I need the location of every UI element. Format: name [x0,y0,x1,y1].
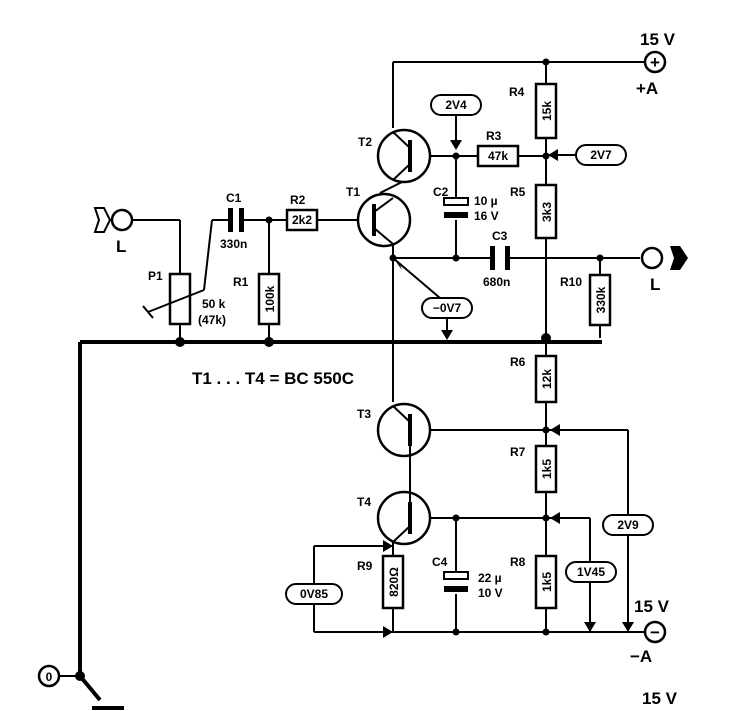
r3-value: 47k [488,149,508,163]
c4-label: C4 [432,555,448,569]
resistor-r10: 330k R10 [560,273,612,327]
capacitor-c1: C1 330n [220,191,247,251]
top-voltage-label: 15 V [640,30,676,49]
transistor-type-note: T1 . . . T4 = BC 550C [192,369,354,388]
r7-label: R7 [510,445,526,459]
transistor-t1: T1 [346,185,412,248]
c2-value: 10 µ [474,194,498,208]
svg-text:2V7: 2V7 [590,148,612,162]
plus-terminal: + 15 V +A [636,30,676,98]
c2-voltage: 16 V [474,209,499,223]
svg-text:0V85: 0V85 [300,587,328,601]
r5-label: R5 [510,185,526,199]
input-jack: L [93,207,134,256]
capacitor-c2: C2 10 µ 16 V [433,185,499,223]
r6-label: R6 [510,355,526,369]
ground-terminal: 0 [37,664,61,688]
r1-label: R1 [233,275,249,289]
minus-terminal: − 15 V −A [630,597,670,666]
transistor-t2: T2 [358,128,432,184]
p1-alt-value: (47k) [198,313,226,327]
resistor-r4: 15k R4 [509,82,558,140]
wires [58,61,645,710]
r9-label: R9 [357,559,373,573]
transistor-t4: T4 [357,490,432,546]
svg-text:1V45: 1V45 [577,565,605,579]
c1-label: C1 [226,191,242,205]
p1-label: P1 [148,269,163,283]
resistor-r1: 100k R1 [233,272,281,326]
t2-label: T2 [358,135,372,149]
capacitor-c3: C3 680n [483,229,510,289]
svg-text:−: − [650,623,660,642]
c2-label: C2 [433,185,449,199]
input-label: L [116,237,126,256]
c4-value: 22 µ [478,571,502,585]
r5-value: 3k3 [540,202,554,222]
p1-value: 50 k [202,297,226,311]
voltage-tag-2v9: 2V9 [550,424,654,632]
resistor-r9: 820Ω R9 [357,554,405,610]
potentiometer-p1: P1 50 k (47k) [142,269,226,327]
r3-label: R3 [486,129,502,143]
r8-label: R8 [510,555,526,569]
r8-value: 1k5 [540,572,554,592]
r9-value: 820Ω [387,567,401,597]
c1-value: 330n [220,237,247,251]
r1-value: 100k [263,285,277,312]
capacitor-c4: C4 22 µ 10 V [432,555,503,600]
voltage-tag-0v7: −0V7 [394,259,473,340]
voltage-tag-2v7: 2V7 [548,144,627,166]
resistor-r2: 2k2 R2 [285,193,319,232]
r10-value: 330k [594,286,608,313]
resistor-r5: 3k3 R5 [510,183,558,240]
bottom-voltage-label: 15 V [634,597,670,616]
c3-value: 680n [483,275,510,289]
r4-value: 15k [540,101,554,121]
t4-label: T4 [357,495,371,509]
svg-text:0: 0 [46,670,53,684]
voltage-tag-1v45: 1V45 [550,512,617,632]
t1-label: T1 [346,185,360,199]
svg-text:+: + [650,53,660,72]
top-terminal-label: +A [636,79,658,98]
r4-label: R4 [509,85,525,99]
r10-label: R10 [560,275,582,289]
voltage-tag-2v4: 2V4 [430,94,482,150]
svg-text:2V4: 2V4 [445,98,467,112]
r7-value: 1k5 [540,459,554,479]
output-label: L [650,275,660,294]
resistor-r3: 47k R3 [476,129,520,168]
svg-text:−0V7: −0V7 [433,301,462,315]
resistor-r8: 1k5 R8 [510,554,558,610]
svg-text:2V9: 2V9 [617,518,639,532]
bottom-extra-voltage: 15 V [642,689,678,708]
c4-voltage: 10 V [478,586,503,600]
c3-label: C3 [492,229,508,243]
t3-label: T3 [357,407,371,421]
transistor-t3: T3 [357,402,432,458]
r2-value: 2k2 [292,213,312,227]
junction-dots [75,58,604,681]
voltage-tag-0v85: 0V85 [285,540,393,638]
resistor-r7: 1k5 R7 [510,444,558,494]
resistor-r6: 12k R6 [510,354,558,404]
output-jack: L [640,246,688,294]
r6-value: 12k [540,369,554,389]
r2-label: R2 [290,193,306,207]
bottom-terminal-label: −A [630,647,652,666]
